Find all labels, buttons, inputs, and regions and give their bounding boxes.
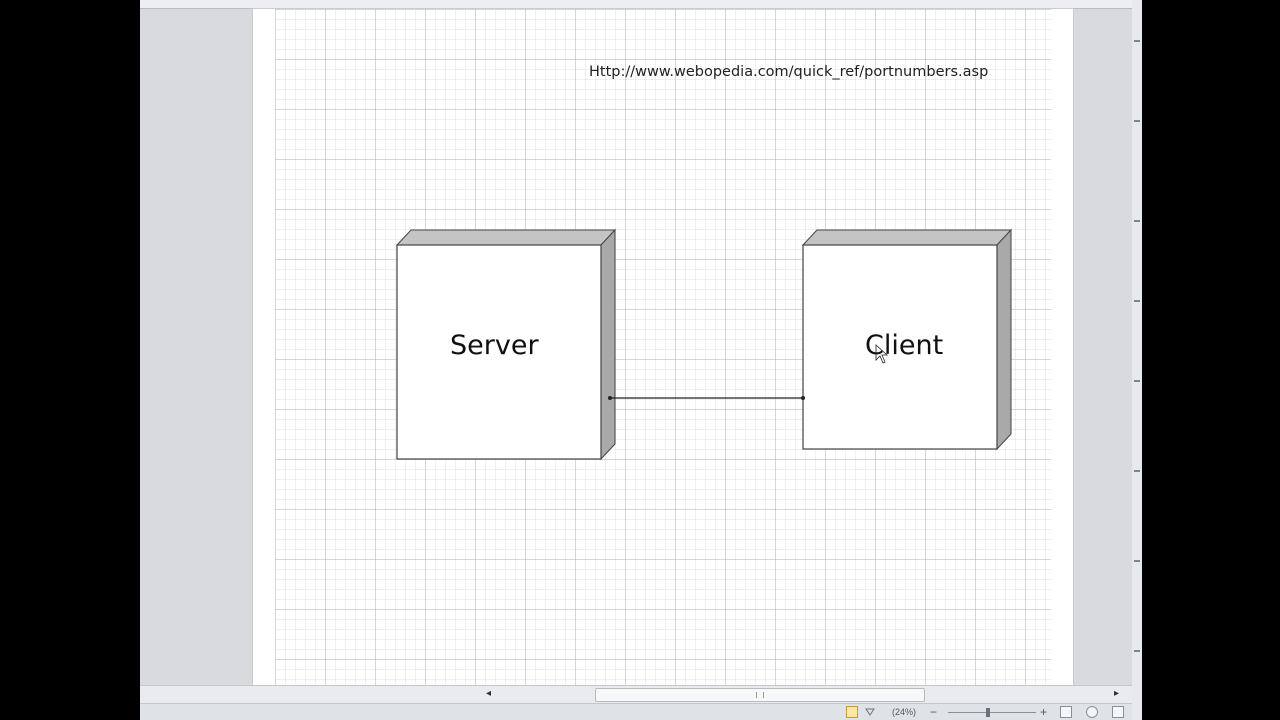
zoom-in-button[interactable]: +: [1040, 705, 1048, 719]
scroll-left-arrow-icon[interactable]: ◂: [486, 688, 492, 699]
zoom-out-button[interactable]: −: [930, 705, 938, 719]
zoom-level-text[interactable]: (24%): [892, 707, 917, 717]
scroll-right-arrow-icon[interactable]: ▸: [1114, 688, 1120, 699]
strip-mark: [1134, 380, 1140, 382]
server-node-shape[interactable]: [395, 228, 617, 461]
client-node-shape[interactable]: [801, 228, 1013, 451]
scrollbar-thumb[interactable]: [595, 688, 925, 702]
url-text-annotation[interactable]: Http://www.webopedia.com/quick_ref/portn…: [589, 64, 989, 80]
diagram-svg: [395, 228, 1013, 461]
zoom-slider-knob[interactable]: [986, 708, 990, 717]
drawing-canvas[interactable]: Http://www.webopedia.com/quick_ref/portn…: [140, 9, 1132, 685]
normal-view-icon[interactable]: [846, 706, 858, 718]
strip-mark: [1134, 220, 1140, 222]
switch-windows-icon[interactable]: [1112, 706, 1124, 718]
strip-mark: [1134, 650, 1140, 652]
pan-zoom-icon[interactable]: [1086, 706, 1098, 718]
fit-page-icon[interactable]: [1060, 706, 1072, 718]
strip-mark: [1134, 120, 1140, 122]
strip-mark: [1134, 470, 1140, 472]
right-edge-strip: [1132, 0, 1142, 720]
server-label[interactable]: Server: [450, 330, 539, 361]
zoom-slider[interactable]: [948, 712, 1036, 713]
drawing-page[interactable]: Http://www.webopedia.com/quick_ref/portn…: [253, 9, 1073, 685]
status-bar: (24%) − +: [140, 703, 1132, 720]
scrollbar-grip-icon: [756, 692, 764, 698]
client-label[interactable]: Client: [865, 330, 944, 361]
mouse-pointer-icon: [875, 344, 889, 364]
visio-window: Http://www.webopedia.com/quick_ref/portn…: [140, 0, 1132, 720]
connector-line[interactable]: [608, 396, 805, 400]
strip-mark: [1134, 40, 1140, 42]
strip-mark: [1134, 300, 1140, 302]
strip-mark: [1134, 560, 1140, 562]
top-ruler: [140, 0, 1132, 9]
horizontal-scrollbar[interactable]: ◂ ▸: [140, 685, 1132, 703]
full-screen-icon[interactable]: [864, 706, 876, 718]
